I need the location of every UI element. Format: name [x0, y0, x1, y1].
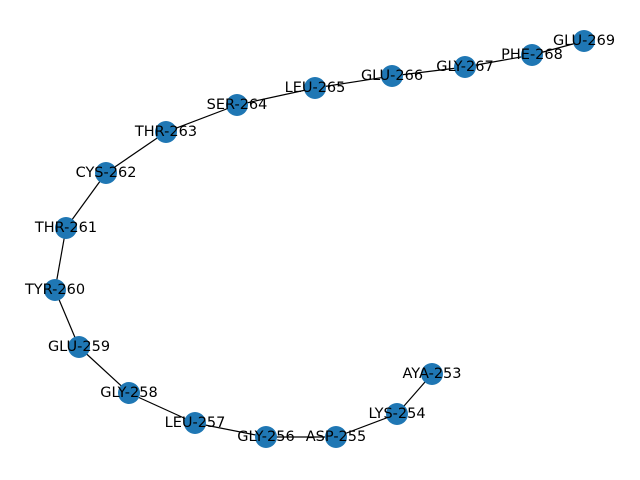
edge-GLU-266-GLY-267	[391, 66, 466, 77]
edge-GLY-267-PHE-268	[464, 54, 533, 68]
edge-THR-261-CYS-262	[65, 172, 107, 229]
node-label-CYS-262: CYS-262	[76, 165, 137, 181]
node-AYA-253	[421, 363, 443, 385]
node-label-LEU-257: LEU-257	[165, 415, 226, 431]
nodes-layer	[44, 30, 595, 448]
node-label-GLU-259: GLU-259	[48, 339, 110, 355]
node-LEU-265	[304, 77, 326, 99]
edges-layer	[54, 40, 585, 438]
edge-SER-264-LEU-265	[236, 87, 316, 106]
node-label-GLY-258: GLY-258	[100, 385, 157, 401]
node-label-THR-261: THR-261	[34, 220, 97, 236]
node-label-TYR-260: TYR-260	[24, 282, 85, 298]
node-PHE-268	[521, 44, 543, 66]
edge-LEU-265-GLU-266	[314, 75, 393, 89]
node-GLU-269	[573, 30, 595, 52]
node-SER-264	[226, 94, 248, 116]
node-label-PHE-268: PHE-268	[501, 47, 563, 63]
node-label-THR-263: THR-263	[134, 124, 197, 140]
node-label-LYS-254: LYS-254	[368, 406, 425, 422]
node-label-GLY-256: GLY-256	[237, 429, 294, 445]
node-label-GLU-266: GLU-266	[361, 68, 423, 84]
node-ASP-255	[325, 426, 347, 448]
node-GLU-259	[68, 336, 90, 358]
node-THR-263	[155, 121, 177, 143]
node-LEU-257	[184, 412, 206, 434]
node-CYS-262	[95, 162, 117, 184]
edge-GLY-258-GLU-259	[78, 346, 130, 394]
node-GLY-256	[255, 426, 277, 448]
edge-LEU-257-GLY-258	[128, 392, 196, 424]
edge-THR-263-SER-264	[165, 104, 238, 133]
node-GLY-267	[454, 56, 476, 78]
node-LYS-254	[386, 403, 408, 425]
node-GLY-258	[118, 382, 140, 404]
node-GLU-266	[381, 65, 403, 87]
node-label-AYA-253: AYA-253	[402, 366, 461, 382]
edge-GLY-256-LEU-257	[194, 422, 267, 438]
node-label-LEU-265: LEU-265	[285, 80, 346, 96]
node-label-GLU-269: GLU-269	[553, 33, 615, 49]
node-THR-261	[55, 217, 77, 239]
node-TYR-260	[44, 279, 66, 301]
node-label-SER-264: SER-264	[207, 97, 268, 113]
node-label-GLY-267: GLY-267	[436, 59, 493, 75]
edge-CYS-262-THR-263	[105, 131, 167, 174]
node-label-ASP-255: ASP-255	[306, 429, 366, 445]
